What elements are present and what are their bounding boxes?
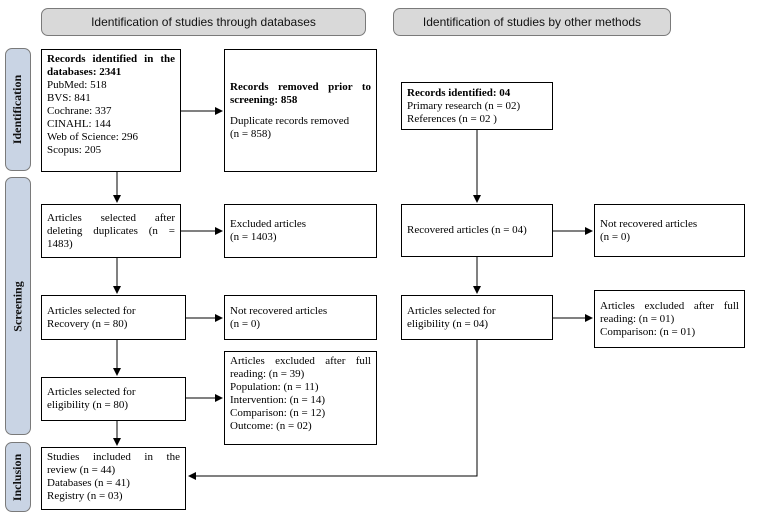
selected-eligibility-other-box: Articles selected for eligibility (n = 0… [401, 295, 553, 340]
arrow-other-to-included [188, 340, 478, 480]
excluded-full-db-box: Articles excluded after full reading: (n… [224, 351, 377, 445]
db-line-cinahl: CINAHL: 144 [47, 118, 111, 130]
phase-screening: Screening [5, 177, 31, 435]
not-recovered-db-line-2: (n = 0) [230, 317, 261, 330]
selected-eligibility-other-line-1: Articles selected for [407, 304, 496, 317]
records-removed-box: Records removed prior to screening: 858 … [224, 49, 377, 172]
studies-included-title: Studies included in the review (n = 44) [47, 451, 180, 476]
phase-inclusion: Inclusion [5, 442, 31, 512]
records-identified-other-references: References (n = 02 ) [407, 112, 497, 125]
excluded-articles-line-1: Excluded articles [230, 218, 307, 230]
records-removed-line-1: Duplicate records removed [230, 114, 350, 127]
articles-after-duplicates-box: Articles selected after deleting duplica… [41, 204, 181, 258]
excluded-full-db-comparison: Comparison: (n = 12) [230, 407, 326, 419]
db-line-cochrane: Cochrane: 337 [47, 105, 112, 117]
recovered-articles-box: Recovered articles (n = 04) [401, 204, 553, 257]
phase-inclusion-label: Inclusion [10, 453, 25, 501]
studies-included-registry: Registry (n = 03) [47, 490, 123, 502]
selected-recovery-line-1: Articles selected for [47, 304, 136, 317]
excluded-full-db-population: Population: (n = 11) [230, 381, 319, 393]
records-identified-db-box: Records identified in the databases: 234… [41, 49, 181, 172]
records-identified-other-primary: Primary research (n = 02) [407, 99, 521, 112]
not-recovered-db-line-1: Not recovered articles [230, 304, 328, 317]
not-recovered-other-box: Not recovered articles (n = 0) [594, 204, 745, 257]
records-identified-other-title: Records identified: 04 [407, 86, 511, 99]
excluded-full-other-comparison: Comparison: (n = 01) [600, 325, 696, 338]
excluded-full-db-intervention: Intervention: (n = 14) [230, 394, 326, 406]
recovered-articles-text: Recovered articles (n = 04) [407, 224, 527, 236]
not-recovered-other-line-1: Not recovered articles [600, 217, 698, 230]
studies-included-databases: Databases (n = 41) [47, 477, 130, 489]
db-line-bvs: BVS: 841 [47, 92, 91, 104]
excluded-full-db-outcome: Outcome: (n = 02) [230, 420, 312, 432]
db-line-scopus: Scopus: 205 [47, 144, 102, 156]
not-recovered-other-line-2: (n = 0) [600, 230, 631, 243]
db-line-web-of-science: Web of Science: 296 [47, 131, 139, 143]
header-other-methods: Identification of studies by other metho… [393, 8, 671, 36]
selected-eligibility-other-line-2: eligibility (n = 04) [407, 317, 489, 330]
selected-recovery-box: Articles selected for Recovery (n = 80) [41, 295, 186, 340]
selected-recovery-line-2: Recovery (n = 80) [47, 317, 128, 330]
selected-eligibility-db-line-2: eligibility (n = 80) [47, 399, 129, 411]
records-removed-title: Records removed prior to screening: 858 [230, 80, 371, 106]
excluded-articles-line-2: (n = 1403) [230, 231, 277, 243]
excluded-full-other-box: Articles excluded after full reading: (n… [594, 290, 745, 348]
selected-eligibility-db-box: Articles selected for eligibility (n = 8… [41, 377, 186, 421]
phase-identification: Identification [5, 48, 31, 171]
records-identified-other-box: Records identified: 04 Primary research … [401, 82, 553, 130]
header-databases: Identification of studies through databa… [41, 8, 366, 36]
studies-included-box: Studies included in the review (n = 44) … [41, 447, 186, 510]
phase-screening-label: Screening [10, 280, 25, 332]
records-identified-db-title: Records identified in the databases: 234… [47, 53, 175, 78]
phase-identification-label: Identification [10, 74, 25, 145]
excluded-full-other-title: Articles excluded after full reading: (n… [600, 299, 739, 325]
records-removed-line-2: (n = 858) [230, 127, 272, 140]
excluded-full-db-title: Articles excluded after full reading: (n… [230, 355, 371, 380]
articles-after-duplicates-text: Articles selected after deleting duplica… [47, 211, 175, 250]
excluded-articles-box: Excluded articles (n = 1403) [224, 204, 377, 258]
selected-eligibility-db-line-1: Articles selected for [47, 386, 136, 398]
not-recovered-db-box: Not recovered articles (n = 0) [224, 295, 377, 340]
db-line-pubmed: PubMed: 518 [47, 79, 107, 91]
